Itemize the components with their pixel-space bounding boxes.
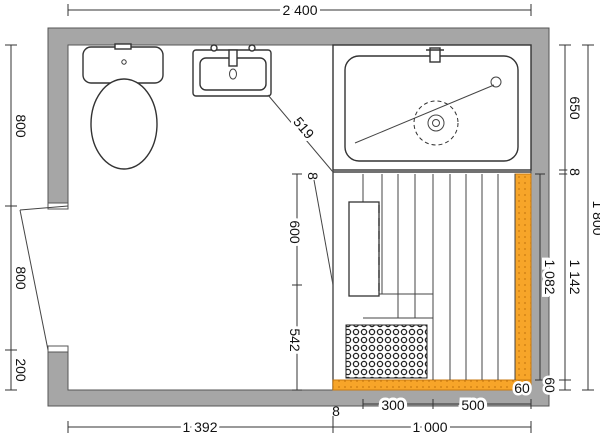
door-leaf [19, 209, 49, 351]
tub-faucet-icon [429, 47, 441, 63]
dim-bottom-gap: 8 [332, 403, 340, 419]
dimension-lines [5, 4, 594, 433]
heat-insulation-right [514, 173, 532, 391]
door-leaf-top [19, 205, 69, 211]
sauna-stones [345, 324, 428, 379]
dim-sauna-corner: 60 [514, 380, 530, 396]
dim-right-sauna-outer: 1 142 [567, 259, 583, 294]
dim-top-total: 2 400 [282, 2, 317, 18]
sauna [332, 171, 532, 391]
dim-left-middle: 800 [13, 266, 29, 290]
door-jamb-bottom [47, 345, 69, 353]
sink-drain-icon [229, 68, 237, 80]
dim-bench-b: 500 [461, 397, 485, 413]
shower-head-icon [413, 100, 459, 146]
dim-bench-a: 300 [381, 397, 405, 413]
diagonal-partition [267, 94, 334, 173]
tub-drain-inner-icon [432, 119, 440, 127]
dim-diagonal: 519 [290, 114, 317, 142]
door-opening [46, 206, 70, 350]
walls [19, 27, 550, 407]
sauna-door-line [313, 179, 334, 286]
toilet-bowl [90, 78, 158, 170]
tap-left-icon [210, 44, 218, 52]
toilet-flush-button [114, 43, 132, 50]
toilet-button-icon [121, 59, 127, 65]
tub-overflow-icon [490, 76, 502, 88]
bathtub-inner [344, 55, 519, 162]
toilet-tank [82, 46, 164, 84]
dim-right-gap: 8 [567, 168, 583, 176]
sauna-heater [348, 201, 380, 297]
heat-insulation-bottom [332, 379, 532, 391]
tub-drain-outer-icon [427, 114, 445, 132]
dim-inner-lower: 542 [287, 328, 303, 352]
dim-bottom-right: 1 000 [412, 419, 447, 435]
shower-hose [354, 84, 495, 144]
dim-left-upper: 800 [13, 114, 29, 138]
dim-inner-upper: 600 [287, 220, 303, 244]
dimension-labels: 2 400 1 392 1 000 8 300 500 60 800 800 2… [10, 0, 600, 435]
bathtub [332, 44, 532, 171]
dim-right-lower: 60 [542, 377, 558, 393]
dim-bottom-left: 1 392 [182, 419, 217, 435]
faucet-icon [228, 49, 238, 67]
toilet [82, 43, 164, 170]
tap-right-icon [248, 44, 256, 52]
dim-right-bath: 650 [567, 96, 583, 120]
dim-inner-top: 8 [305, 172, 321, 180]
dim-left-lower: 200 [13, 358, 29, 382]
dim-right-total: 1 800 [590, 200, 600, 235]
dim-sauna-height: 1 082 [542, 259, 558, 294]
sink [192, 44, 272, 97]
sauna-bench [362, 174, 516, 380]
